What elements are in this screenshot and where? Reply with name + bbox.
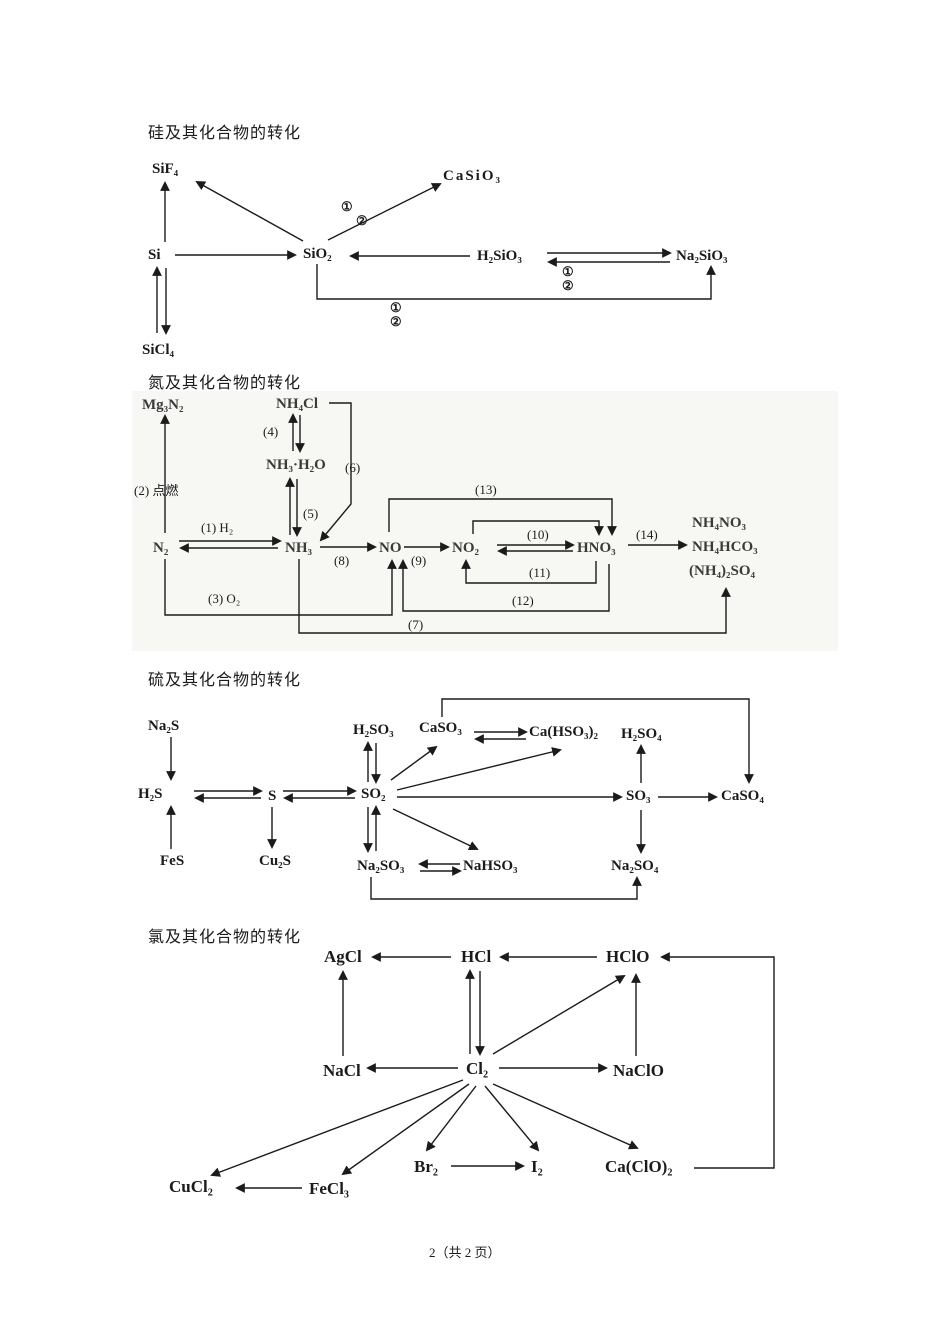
node-fecl3: FeCl₃ [309, 1179, 350, 1198]
node-nh4hco3: NH₄HCO₃ [692, 539, 758, 555]
node-br2: Br₂ [414, 1157, 438, 1176]
node-caclo2: Ca(ClO)₂ [605, 1157, 673, 1176]
edge-label-6: (6) [345, 460, 361, 475]
node-h2so3: H₂SO₃ [353, 722, 394, 738]
step-label-circled-1-bottom: ① [390, 300, 402, 315]
node-naclo: NaClO [613, 1061, 664, 1080]
node-na2s: Na₂S [148, 718, 180, 734]
node-hclo: HClO [606, 947, 650, 966]
node-h2sio3: H₂SiO₃ [477, 248, 522, 264]
edge-label-10: (10) [527, 527, 549, 542]
node-nh42so4: (NH₄)₂SO₄ [689, 563, 755, 579]
edge-label-12: (12) [512, 593, 534, 608]
edge-label-13: (13) [475, 482, 497, 497]
node-cu2s: Cu₂S [259, 853, 292, 869]
node-nh4cl: NH₄Cl [276, 396, 318, 412]
edge-label-8: (8) [334, 553, 350, 568]
section-title-nitrogen: 氮及其化合物的转化 [148, 375, 302, 392]
step-label-circled-2-diagonal: ② [356, 213, 368, 228]
node-i2: I₂ [531, 1157, 543, 1176]
edge-label-11: (11) [529, 565, 551, 580]
node-cahso32: Ca(HSO₃)₂ [529, 724, 598, 740]
node-nh3h2o: NH₃·H₂O [266, 457, 326, 473]
node-sicl4: SiCl₄ [142, 342, 175, 358]
edge-label-9: (9) [411, 553, 427, 568]
node-caso4: CaSO₄ [721, 788, 764, 804]
node-sio2: SiO₂ [303, 246, 332, 262]
edge-label-3-o2: (3) O₂ [208, 591, 241, 606]
section-title-silicon: 硅及其化合物的转化 [148, 125, 302, 142]
edge-label-5: (5) [303, 506, 319, 521]
node-fes: FeS [160, 853, 185, 869]
node-hno3: HNO₃ [577, 540, 616, 556]
node-cucl2: CuCl₂ [169, 1177, 213, 1196]
node-na2so3: Na₂SO₃ [357, 858, 405, 874]
page-number-footer: 2（共 2 页） [429, 1245, 501, 1260]
node-cl2: Cl₂ [466, 1059, 489, 1078]
step-label-circled-2-bottom: ② [390, 314, 402, 329]
node-casio3: CaSiO₃ [443, 168, 503, 184]
node-mg3n2: Mg₃N₂ [142, 397, 184, 413]
node-hcl: HCl [461, 947, 492, 966]
node-nh4no3: NH₄NO₃ [692, 515, 746, 531]
step-label-circled-1-reverse: ① [562, 264, 574, 279]
node-nacl: NaCl [323, 1061, 361, 1080]
node-na2sio3: Na₂SiO₃ [676, 248, 728, 264]
step-label-circled-1-diagonal: ① [341, 199, 353, 214]
edge-label-4: (4) [263, 424, 279, 439]
node-si: Si [148, 247, 161, 263]
node-s: S [268, 788, 277, 804]
node-no2: NO₂ [452, 540, 479, 556]
edge-label-14: (14) [636, 527, 658, 542]
edge-label-7: (7) [408, 617, 424, 632]
node-caso3: CaSO₃ [419, 720, 462, 736]
node-na2so4: Na₂SO₄ [611, 858, 659, 874]
section-title-chlorine: 氯及其化合物的转化 [148, 929, 302, 946]
node-h2so4: H₂SO₄ [621, 726, 662, 742]
step-label-circled-2-reverse: ② [562, 278, 574, 293]
node-so3: SO₃ [626, 788, 651, 804]
edge-label-1-h2: (1) H₂ [201, 520, 234, 535]
section-title-sulfur: 硫及其化合物的转化 [148, 672, 302, 689]
node-h2s: H₂S [138, 786, 163, 802]
node-nh3: NH₃ [285, 540, 312, 556]
edge-label-2-ignite: (2) 点燃 [134, 483, 179, 498]
node-so2: SO₂ [361, 786, 386, 802]
node-no: NO [379, 540, 402, 556]
node-agcl: AgCl [324, 947, 362, 966]
node-n2: N₂ [153, 540, 169, 556]
node-sif4: SiF₄ [152, 161, 179, 177]
node-nahso3: NaHSO₃ [463, 858, 518, 874]
